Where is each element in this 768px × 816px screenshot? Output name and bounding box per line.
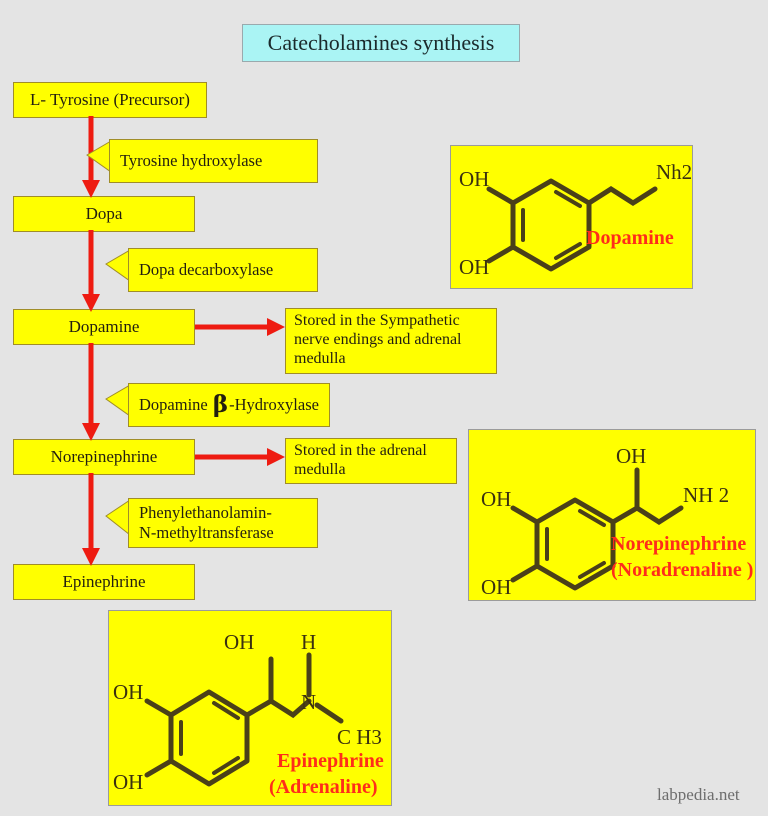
arrow-dopamine-to-storage bbox=[195, 318, 285, 336]
atom-label-oh-bottom: OH bbox=[459, 255, 489, 279]
pathway-step-l-tyrosine[interactable]: L- Tyrosine (Precursor) bbox=[13, 82, 207, 118]
arrow-dopa-to-dopamine bbox=[82, 230, 100, 312]
page-title: Catecholamines synthesis bbox=[242, 24, 520, 62]
structure-panel-epinephrine: OH H N C H3 OH OH Epinephrine (Adrenalin… bbox=[108, 610, 392, 806]
structure-panel-norepinephrine: OH OH OH NH 2 Norepinephrine (Noradrenal… bbox=[468, 429, 756, 601]
storage-note-sympathetic: Stored in the Sympathetic nerve endings … bbox=[285, 308, 497, 374]
enzyme-label-prefix: Dopamine bbox=[139, 395, 212, 415]
enzyme-label: Phenylethanolamin- N-methyltransferase bbox=[128, 498, 318, 548]
arrow-dopamine-to-norepinephrine bbox=[82, 343, 100, 441]
molecule-name-adrenaline: (Adrenaline) bbox=[269, 776, 378, 798]
enzyme-callout-tyrosine-hydroxylase[interactable]: Tyrosine hydroxylase bbox=[86, 139, 318, 183]
molecule-name-noradrenaline: (Noradrenaline ) bbox=[611, 559, 753, 581]
enzyme-callout-dopa-decarboxylase[interactable]: Dopa decarboxylase bbox=[105, 248, 318, 292]
atom-label-oh-ring-bottom: OH bbox=[481, 575, 511, 599]
arrow-norepinephrine-to-epinephrine bbox=[82, 473, 100, 566]
callout-pointer-icon bbox=[105, 384, 131, 417]
enzyme-label: Dopamine β-Hydroxylase bbox=[128, 383, 330, 427]
atom-label-oh-ring-top: OH bbox=[481, 487, 511, 511]
norepinephrine-structure-svg: OH OH OH NH 2 Norepinephrine (Noradrenal… bbox=[481, 444, 753, 599]
atom-label-oh-ring-top: OH bbox=[113, 680, 143, 704]
callout-pointer-icon bbox=[105, 249, 131, 282]
enzyme-callout-dopamine-beta-hydroxylase[interactable]: Dopamine β-Hydroxylase bbox=[105, 383, 330, 427]
storage-note-adrenal: Stored in the adrenal medulla bbox=[285, 438, 457, 484]
atom-label-amine: Nh2 bbox=[656, 160, 692, 184]
enzyme-label-line2: N-methyltransferase bbox=[139, 522, 274, 542]
atom-label-oh-chain: OH bbox=[616, 444, 646, 468]
pathway-step-norepinephrine[interactable]: Norepinephrine bbox=[13, 439, 195, 475]
enzyme-label-line1: Phenylethanolamin- bbox=[139, 503, 272, 522]
atom-label-oh-chain: OH bbox=[224, 630, 254, 654]
structure-panel-dopamine: OH OH Nh2 Dopamine bbox=[450, 145, 693, 289]
watermark: labpedia.net bbox=[657, 785, 740, 804]
molecule-name-norepinephrine: Norepinephrine bbox=[611, 533, 746, 555]
arrow-norepinephrine-to-storage bbox=[195, 448, 285, 466]
arrow-tyrosine-to-dopa bbox=[82, 116, 100, 198]
epinephrine-structure-svg: OH H N C H3 OH OH Epinephrine (Adrenalin… bbox=[113, 630, 384, 798]
atom-label-oh-top: OH bbox=[459, 167, 489, 191]
enzyme-callout-pnmt[interactable]: Phenylethanolamin- N-methyltransferase bbox=[105, 498, 318, 548]
pathway-step-dopamine[interactable]: Dopamine bbox=[13, 309, 195, 345]
molecule-name-dopamine: Dopamine bbox=[586, 227, 674, 249]
atom-label-amine: NH 2 bbox=[683, 483, 729, 507]
beta-symbol: β bbox=[212, 391, 229, 419]
atom-label-n: N bbox=[301, 690, 316, 714]
enzyme-label: Tyrosine hydroxylase bbox=[109, 139, 318, 183]
enzyme-label-suffix: -Hydroxylase bbox=[229, 395, 319, 415]
callout-pointer-icon bbox=[86, 140, 112, 173]
atom-label-methyl: C H3 bbox=[337, 725, 382, 749]
callout-pointer-icon bbox=[105, 499, 131, 537]
atom-label-h: H bbox=[301, 630, 316, 654]
molecule-name-epinephrine: Epinephrine bbox=[277, 750, 384, 772]
pathway-step-dopa[interactable]: Dopa bbox=[13, 196, 195, 232]
pathway-step-epinephrine[interactable]: Epinephrine bbox=[13, 564, 195, 600]
enzyme-label: Dopa decarboxylase bbox=[128, 248, 318, 292]
dopamine-structure-svg: OH OH Nh2 Dopamine bbox=[459, 160, 692, 279]
atom-label-oh-ring-bottom: OH bbox=[113, 770, 143, 794]
